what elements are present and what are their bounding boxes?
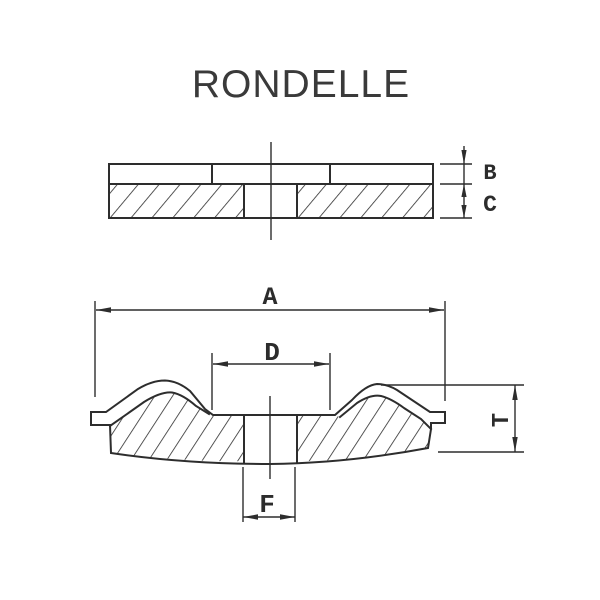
arrow-t-up-icon [512,385,518,400]
section-top-band-dividers [211,163,331,185]
dimension-f: F [242,467,296,522]
t-extension-lines [381,384,524,453]
profile-outer-outline [90,379,446,426]
profile-inner-line-left [108,391,211,428]
dimension-label-d: D [264,338,280,368]
dimension-d: D [211,338,331,410]
arrow-f-left-icon [243,514,258,520]
d-extension-lines [211,353,331,410]
profile-hatch-left [110,392,244,462]
section-hole-edges [243,183,298,219]
dimension-label-f: F [259,490,275,520]
bc-extension-lines [440,163,472,219]
arrow-t-down-icon [512,437,518,452]
dimension-bc: B C [440,146,497,219]
profile-view: A D F T [90,283,524,522]
section-hatch-left [110,185,244,217]
arrow-c-up-icon [461,184,467,197]
arrow-c-down-icon [461,205,467,218]
profile-hole-edges [243,414,298,463]
arrow-a-left-icon [96,307,111,313]
section-hatch-right [298,185,432,217]
profile-inner-line-right [338,394,433,431]
arrow-f-right-icon [280,514,295,520]
arrow-b-down-icon [461,150,467,164]
arrow-d-left-icon [213,361,228,367]
dimension-label-c: C [483,192,497,218]
dimension-label-a: A [262,283,277,312]
section-view: B C [108,142,497,240]
arrow-d-right-icon [314,361,329,367]
profile-hatch-right [297,395,431,461]
f-extension-lines [242,467,296,522]
arrow-a-right-icon [429,307,444,313]
dimension-label-b: B [483,161,496,186]
dimension-t: T [381,384,524,453]
dimension-label-t: T [489,413,516,427]
page-title: RONDELLE [192,63,410,106]
